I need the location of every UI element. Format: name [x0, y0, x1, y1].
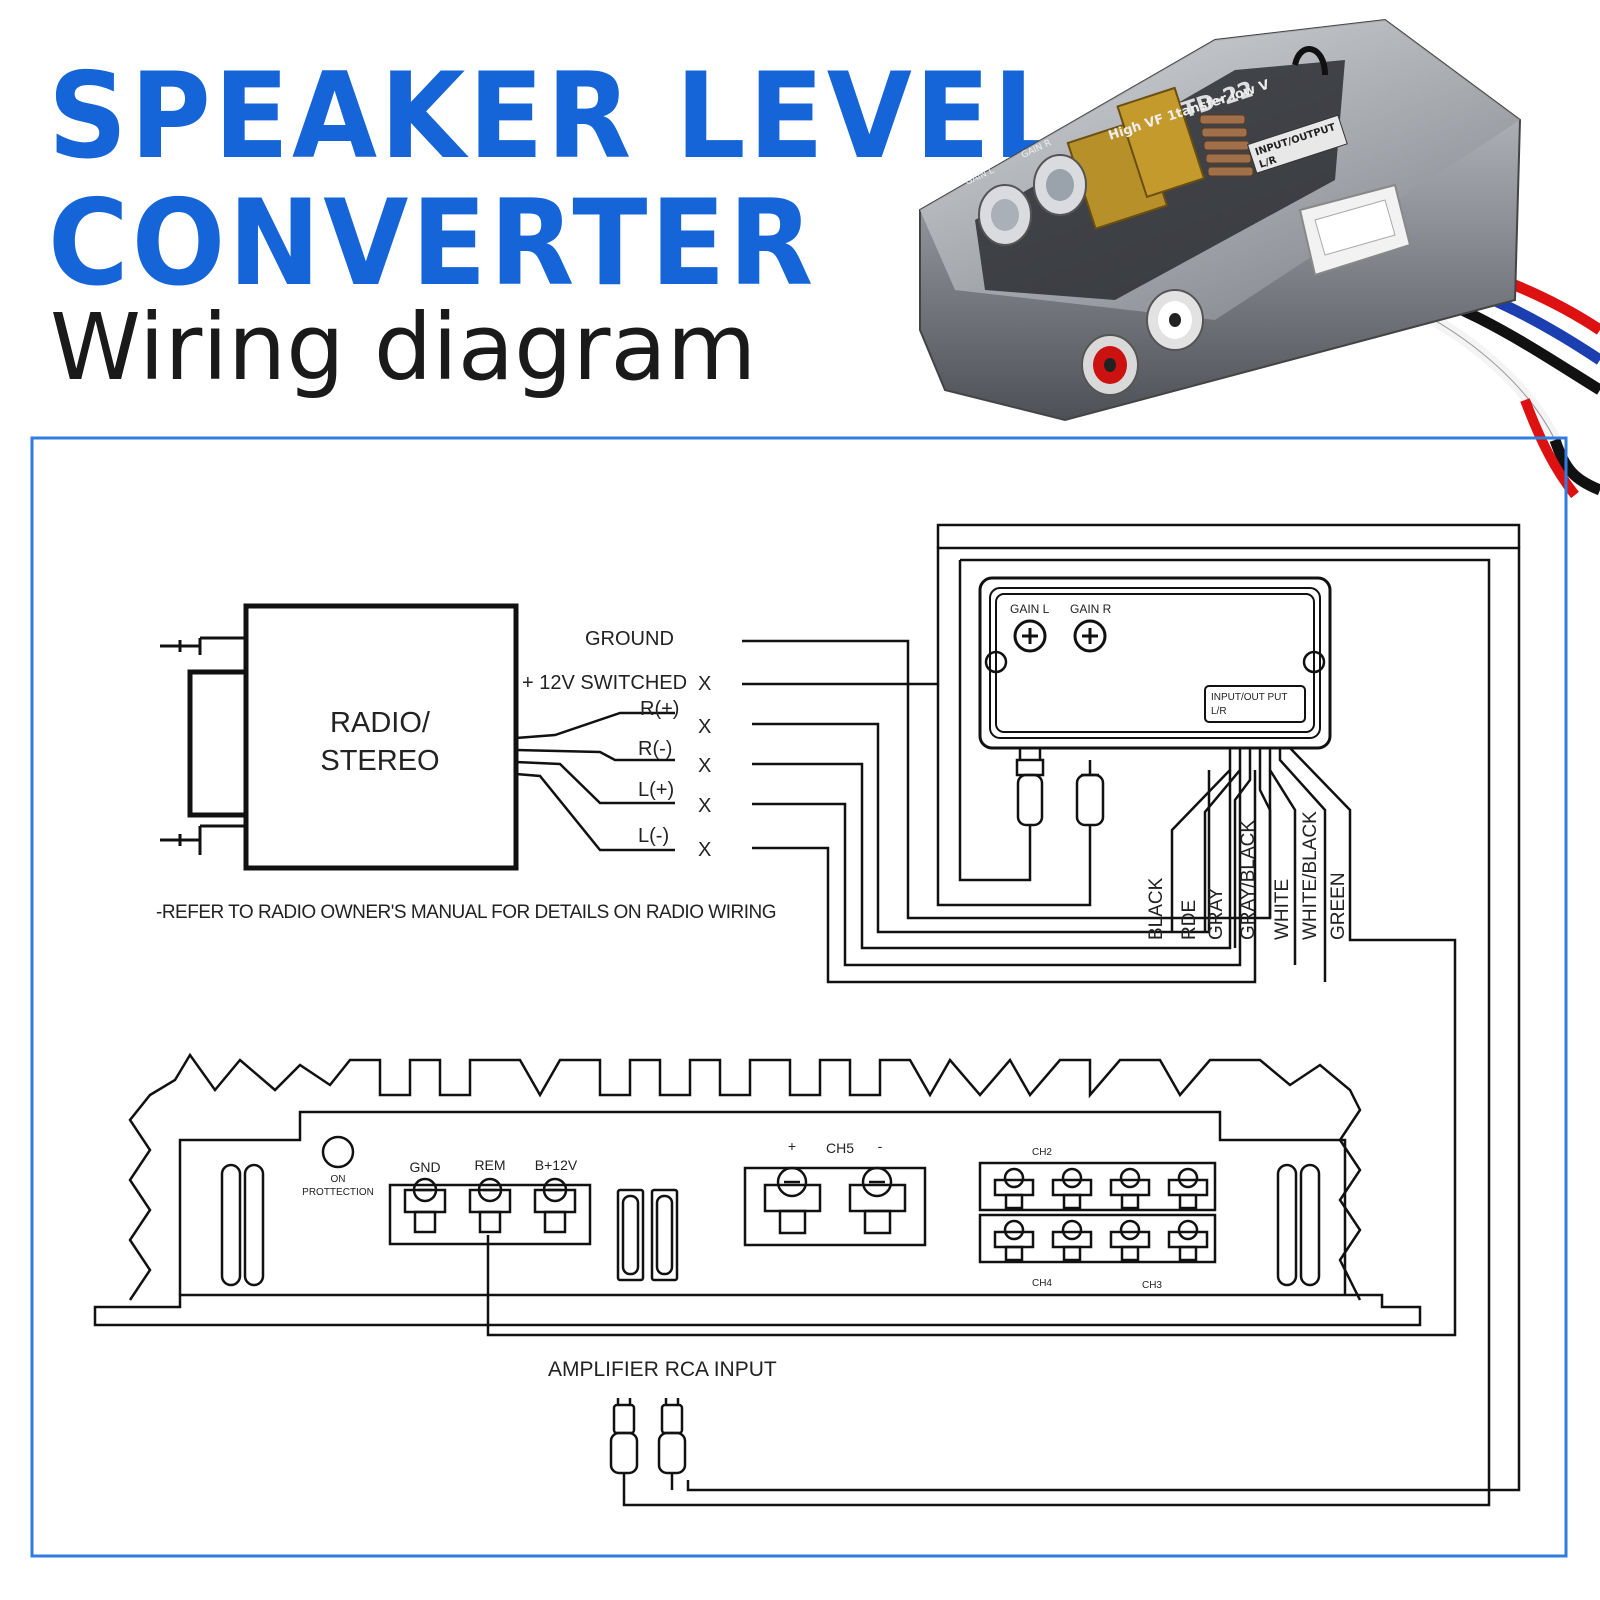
gnd-label: GND — [409, 1159, 440, 1175]
x-mark-rpos: X — [698, 716, 711, 738]
product-image: TD-22 High VF 1tansfer low V GAIN L GAIN… — [919, 18, 1600, 499]
radio-label-line1: RADIO/ — [330, 707, 431, 739]
gain-r-label: GAIN R — [1070, 602, 1112, 616]
amplifier-outline — [93, 1293, 1422, 1327]
gnd-terminal — [403, 1177, 447, 1234]
protection-label: PROTTECTION — [302, 1187, 374, 1198]
x-mark-rneg: X — [698, 755, 711, 777]
radio-label-line2: STEREO — [320, 745, 439, 777]
ch5-minus-label: - — [878, 1138, 883, 1154]
ch5-plus-label: + — [788, 1138, 796, 1154]
rem-terminal — [468, 1177, 512, 1234]
switched-label: + 12V SWITCHED — [522, 672, 687, 694]
diagram-frame — [30, 436, 1568, 1558]
rpos-label: R(+) — [640, 698, 679, 720]
lpos-label: L(+) — [638, 779, 674, 801]
wire-color-gray: GRAY — [1206, 887, 1227, 940]
product-lr-label: L/R — [1258, 155, 1279, 171]
title: SPEAKER LEVEL CONVERTER — [48, 52, 1066, 307]
on-label: ON — [331, 1174, 346, 1185]
x-mark-lneg: X — [698, 839, 711, 861]
wire-color-green: GREEN — [1328, 872, 1349, 940]
x-mark-switched: X — [698, 673, 711, 695]
lneg-label: L(-) — [638, 825, 669, 847]
subtitle: Wiring diagram — [50, 294, 757, 401]
wire-color-gray-black: GRAY/BLACK — [1238, 820, 1259, 940]
radio-wiring-note: -REFER TO RADIO OWNER'S MANUAL FOR DETAI… — [156, 902, 776, 923]
wire-color-black: BLACK — [1146, 877, 1167, 940]
rca-input-label: AMPLIFIER RCA INPUT — [548, 1358, 777, 1381]
gain-l-label: GAIN L — [1010, 602, 1050, 616]
wire-color-white: WHITE — [1272, 879, 1293, 940]
b12-terminal — [533, 1177, 577, 1234]
ch5-label: CH5 — [826, 1140, 854, 1156]
b12-label: B+12V — [535, 1157, 578, 1173]
title-line-2: CONVERTER — [48, 174, 817, 313]
io-label-line1: INPUT/OUT PUT — [1211, 692, 1287, 703]
ch2-label: CH2 — [1032, 1147, 1052, 1158]
x-mark-lpos: X — [698, 795, 711, 817]
converter-box — [978, 576, 1332, 750]
wire-color-rde: RDE — [1179, 900, 1200, 940]
wire-color-white-black: WHITE/BLACK — [1300, 811, 1321, 940]
io-label-line2: L/R — [1211, 706, 1227, 717]
rem-label: REM — [474, 1157, 505, 1173]
ch3-label: CH3 — [1142, 1280, 1162, 1291]
ground-label: GROUND — [585, 628, 674, 650]
title-line-1: SPEAKER LEVEL — [48, 46, 1067, 185]
rneg-label: R(-) — [638, 738, 672, 760]
ch4-label: CH4 — [1032, 1278, 1052, 1289]
